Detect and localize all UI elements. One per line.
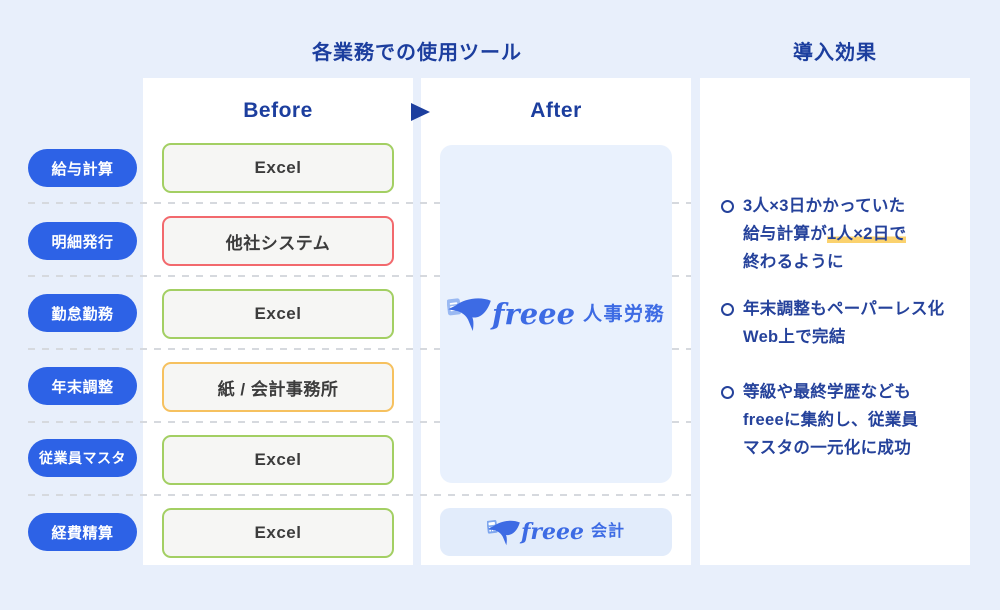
effects-panel: [700, 78, 970, 565]
before-tool-box: 他社システム: [162, 216, 394, 266]
row-divider: [28, 275, 691, 277]
freee-hr-logo: freee 人事労務: [446, 296, 666, 332]
before-tool-box: Excel: [162, 143, 394, 193]
before-tool-box: 紙 / 会計事務所: [162, 362, 394, 412]
freee-hr-card: freee 人事労務: [440, 145, 672, 483]
section-title-effects: 導入効果: [793, 42, 877, 64]
effect-item-master-unification: 等級や最終学歴なども freeeに集約し、従業員 マスタの一元化に成功: [721, 378, 966, 462]
effect-line: 年末調整もペーパーレス化: [743, 300, 945, 318]
effect-line: 等級や最終学歴なども: [743, 383, 911, 401]
before-after-arrow-icon: [411, 103, 430, 121]
row-divider: [28, 421, 691, 423]
effect-line: 終わるように: [743, 253, 844, 271]
task-pill-employee-master: 従業員マスタ: [28, 439, 137, 477]
before-tool-box: Excel: [162, 508, 394, 558]
freee-accounting-card: freee 会計: [440, 508, 672, 556]
effect-line: 給与計算が1人×2日で: [743, 220, 966, 248]
effect-line: freeeに集約し、従業員: [743, 411, 919, 429]
task-pill-attendance: 勤怠勤務: [28, 294, 137, 332]
effect-line: マスタの一元化に成功: [743, 439, 911, 457]
before-header: Before: [243, 99, 313, 122]
circle-bullet-icon: [721, 386, 734, 399]
effect-line: 3人×3日かかっていた: [743, 197, 906, 215]
effect-text: 給与計算が: [743, 225, 827, 243]
task-pill-payslip: 明細発行: [28, 222, 137, 260]
after-header: After: [530, 99, 582, 122]
row-divider: [28, 348, 691, 350]
task-pill-payroll: 給与計算: [28, 149, 137, 187]
effect-line: Web上で完結: [743, 328, 846, 346]
freee-brand-text: freee: [491, 296, 576, 331]
freee-brand-text: freee: [520, 519, 585, 545]
task-pill-year-end: 年末調整: [28, 367, 137, 405]
freee-hr-product-text: 人事労務: [583, 303, 666, 325]
highlighted-text: 1人×2日で: [827, 225, 907, 243]
swallow-document-icon: [446, 298, 491, 332]
circle-bullet-icon: [721, 200, 734, 213]
before-tool-box: Excel: [162, 289, 394, 339]
section-title-tools: 各業務での使用ツール: [312, 42, 522, 64]
effect-item-payroll-time: 3人×3日かかっていた 給与計算が1人×2日で 終わるように: [721, 192, 966, 276]
task-pill-expense: 経費精算: [28, 513, 137, 551]
row-divider: [28, 494, 691, 496]
swallow-calculator-icon: [486, 519, 520, 545]
effect-item-paperless: 年末調整もペーパーレス化 Web上で完結: [721, 295, 966, 351]
freee-accounting-product-text: 会計: [591, 523, 626, 540]
freee-accounting-logo: freee 会計: [486, 519, 626, 546]
row-divider: [28, 202, 691, 204]
circle-bullet-icon: [721, 303, 734, 316]
before-tool-box: Excel: [162, 435, 394, 485]
